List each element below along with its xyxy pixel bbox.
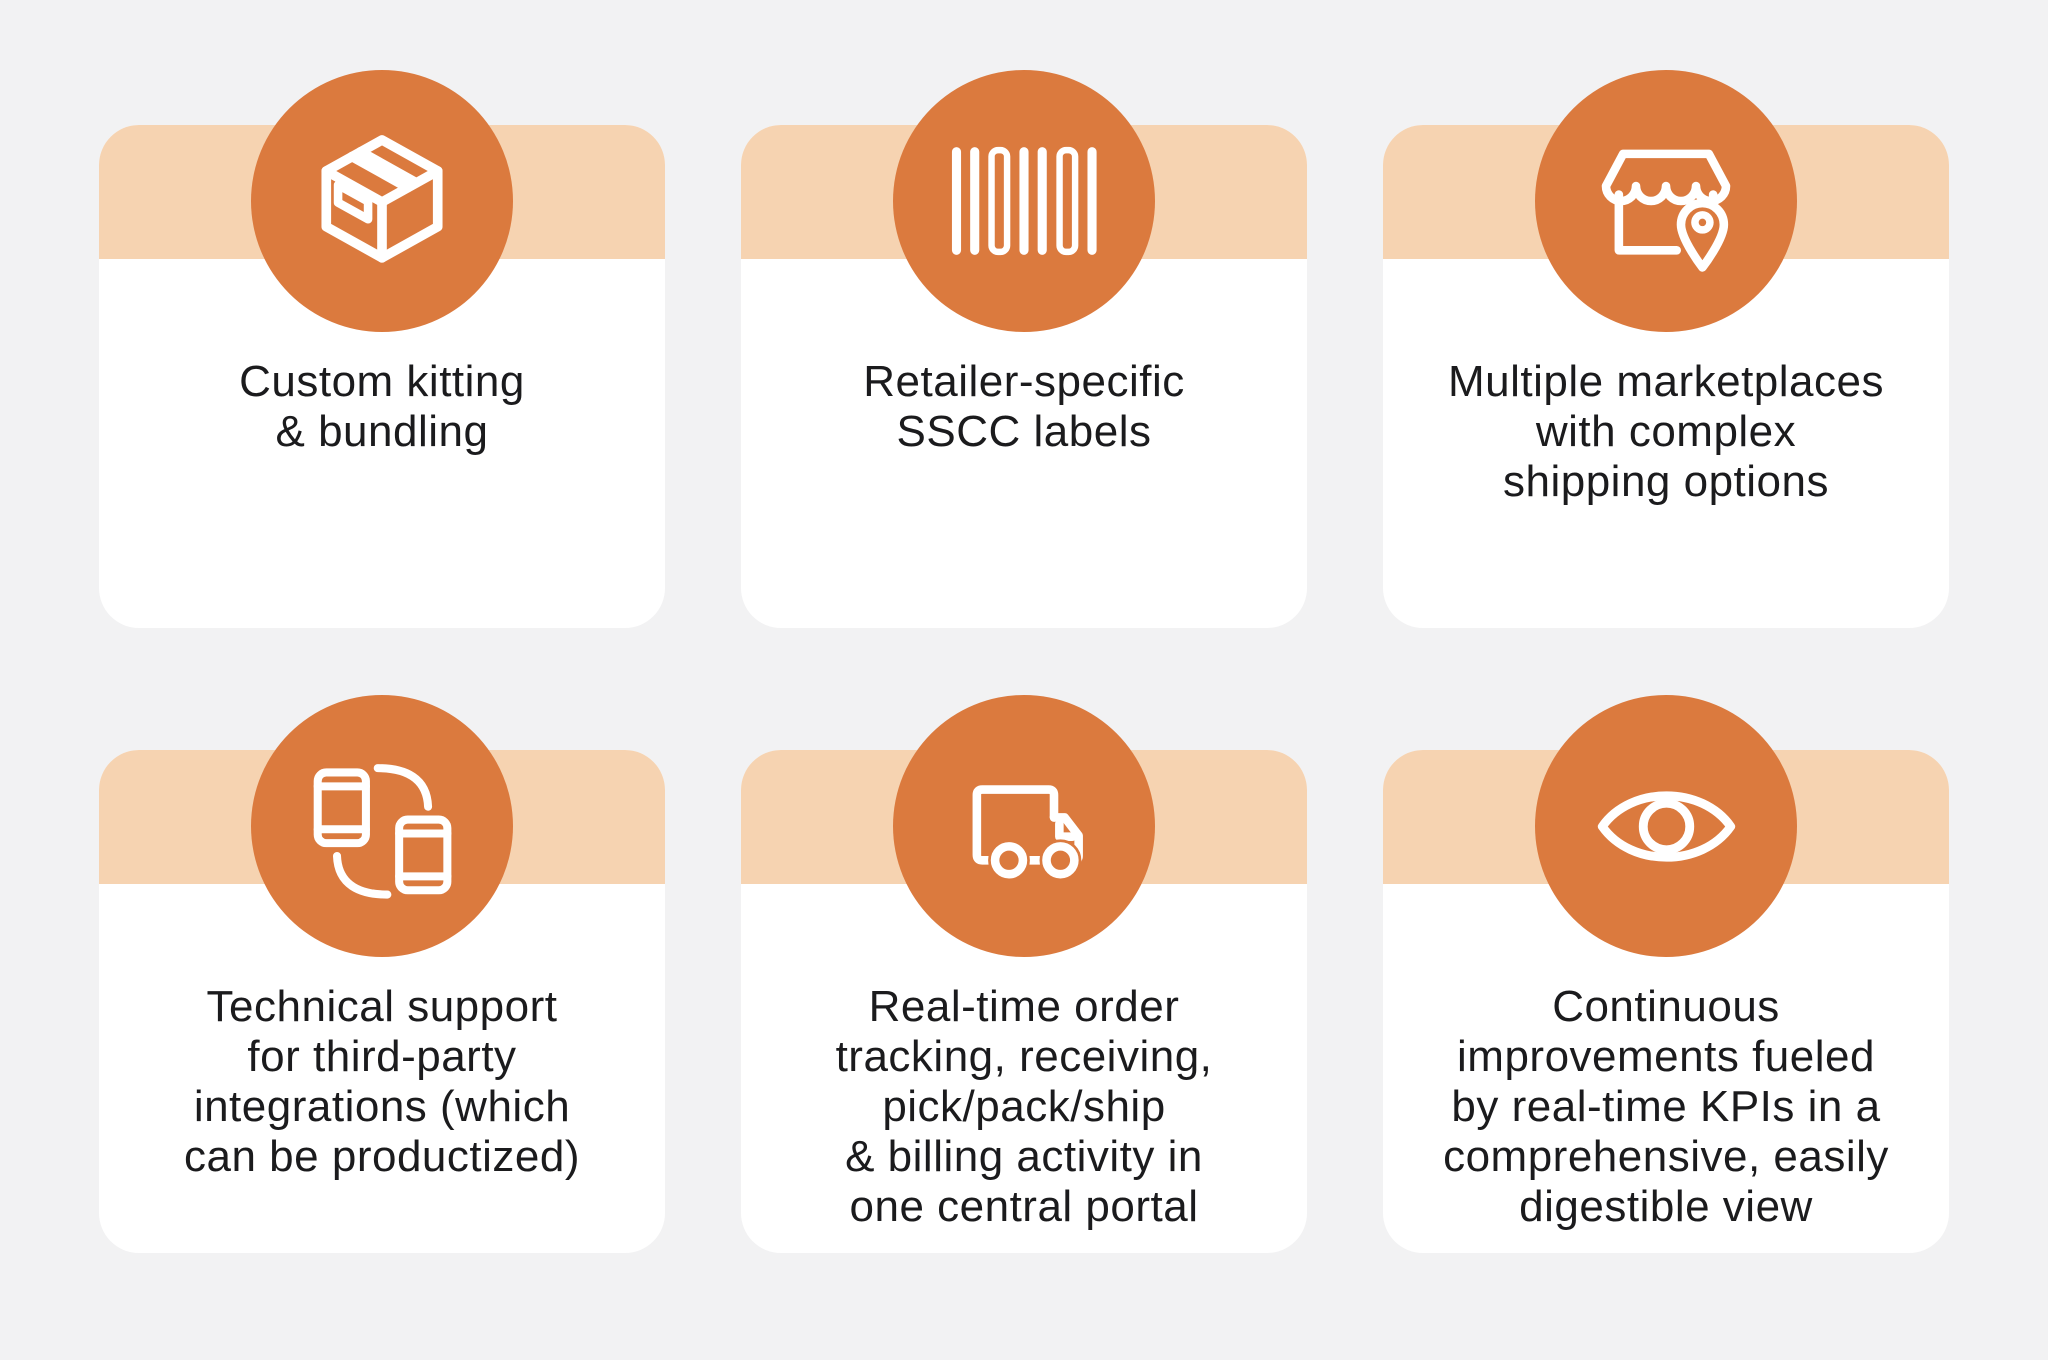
icon-circle	[251, 70, 513, 332]
icon-circle	[893, 695, 1155, 957]
card-label: Continuous improvements fueled by real-t…	[1443, 982, 1889, 1231]
device-sync-icon	[313, 764, 452, 899]
feature-card-order-tracking: Real-time order tracking, receiving, pic…	[741, 695, 1307, 1253]
card-label: Technical support for third-party integr…	[184, 982, 580, 1181]
card-label: Retailer-specific SSCC labels	[863, 357, 1185, 456]
marketplace-pin-icon	[1601, 149, 1731, 272]
icon-circle	[251, 695, 513, 957]
icon-circle	[1535, 70, 1797, 332]
eye-icon	[1597, 790, 1735, 862]
box-icon	[321, 135, 443, 263]
feature-card-kpis: Continuous improvements fueled by real-t…	[1383, 695, 1949, 1253]
icon-circle	[893, 70, 1155, 332]
barcode-icon	[951, 146, 1097, 256]
feature-card-integrations: Technical support for third-party integr…	[99, 695, 665, 1253]
delivery-truck-icon	[972, 785, 1083, 882]
card-label: Real-time order tracking, receiving, pic…	[835, 982, 1213, 1231]
icon-circle	[1535, 695, 1797, 957]
features-grid: Custom kitting & bundling Retailer-speci…	[99, 70, 1949, 1253]
card-label: Custom kitting & bundling	[239, 357, 525, 456]
feature-card-sscc-labels: Retailer-specific SSCC labels	[741, 70, 1307, 628]
card-label: Multiple marketplaces with complex shipp…	[1448, 357, 1884, 506]
feature-card-marketplaces: Multiple marketplaces with complex shipp…	[1383, 70, 1949, 628]
feature-card-kitting: Custom kitting & bundling	[99, 70, 665, 628]
